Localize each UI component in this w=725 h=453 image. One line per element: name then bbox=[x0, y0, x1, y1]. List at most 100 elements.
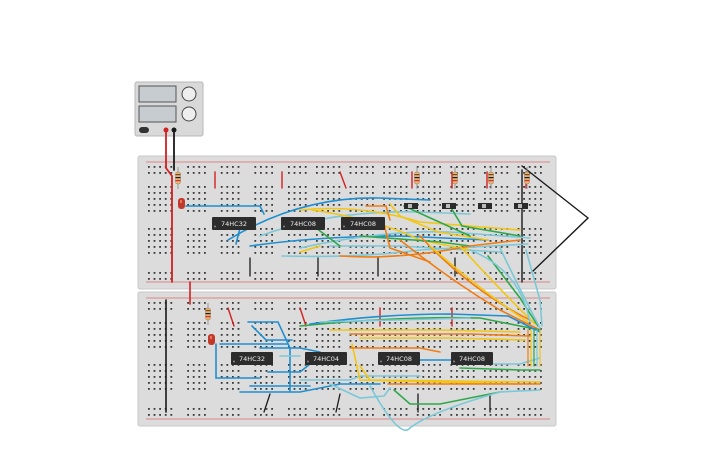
jumper-wire[interactable] bbox=[259, 211, 471, 237]
resistor-icon[interactable] bbox=[175, 167, 181, 189]
ic-chip[interactable]: 74HC32 bbox=[231, 352, 273, 365]
voltage-knob-icon[interactable] bbox=[181, 86, 197, 102]
jumper-wire[interactable] bbox=[351, 343, 521, 385]
jumper-wire[interactable] bbox=[393, 389, 501, 405]
jumper-wire[interactable] bbox=[227, 307, 235, 327]
resistor-icon[interactable] bbox=[414, 167, 420, 189]
slide-switch-icon[interactable] bbox=[404, 203, 418, 209]
jumper-wires[interactable] bbox=[165, 131, 590, 431]
hole bbox=[159, 204, 161, 206]
jumper-wire[interactable] bbox=[359, 235, 471, 247]
jumper-wire[interactable] bbox=[299, 207, 521, 231]
jumper-wire[interactable] bbox=[383, 223, 431, 263]
resistor-icon[interactable] bbox=[205, 303, 211, 325]
terminal-positive[interactable] bbox=[163, 127, 169, 133]
jumper-wire[interactable] bbox=[487, 255, 539, 327]
hole bbox=[187, 166, 189, 168]
hole bbox=[327, 192, 329, 194]
jumper-wire[interactable] bbox=[329, 383, 391, 399]
ic-chip[interactable]: 74HC08 bbox=[341, 217, 385, 230]
jumper-wire[interactable] bbox=[403, 205, 471, 237]
hole bbox=[484, 376, 486, 378]
hole bbox=[299, 334, 301, 336]
hole bbox=[517, 382, 520, 384]
resistor-icon[interactable] bbox=[488, 167, 494, 189]
jumper-wire[interactable] bbox=[339, 171, 347, 189]
jumper-wire[interactable] bbox=[459, 367, 541, 371]
hole bbox=[271, 340, 273, 342]
ic-chip[interactable]: 74HC08 bbox=[378, 352, 420, 365]
resistor-icon[interactable] bbox=[452, 167, 458, 189]
jumper-wire[interactable] bbox=[349, 347, 441, 353]
ic-chip[interactable]: 74HC08 bbox=[451, 352, 493, 365]
hole bbox=[422, 272, 425, 274]
hole bbox=[422, 364, 425, 366]
jumper-wire[interactable] bbox=[165, 131, 173, 283]
jumper-wire[interactable] bbox=[299, 231, 531, 249]
jumper-wire[interactable] bbox=[263, 393, 271, 413]
ic-chip[interactable]: 74HC04 bbox=[305, 352, 347, 365]
jumper-wire[interactable] bbox=[319, 317, 471, 323]
jumper-wire[interactable] bbox=[315, 227, 341, 247]
jumper-wire[interactable] bbox=[299, 307, 307, 327]
slide-switch-icon[interactable] bbox=[442, 203, 456, 209]
jumper-wire[interactable] bbox=[281, 243, 529, 258]
jumper-wire[interactable] bbox=[185, 205, 265, 215]
jumper-wire[interactable] bbox=[389, 203, 489, 241]
hole bbox=[433, 334, 436, 336]
ic-chip[interactable]: 74HC08 bbox=[281, 217, 325, 230]
jumper-wire[interactable] bbox=[499, 247, 541, 329]
jumper-wire[interactable] bbox=[267, 363, 311, 373]
resistor-icon[interactable] bbox=[524, 167, 530, 189]
hole bbox=[321, 278, 324, 280]
hole bbox=[439, 234, 441, 236]
terminal-negative[interactable] bbox=[171, 127, 177, 133]
ic-chips: 74HC32 74HC08 74HC08 74HC32 74HC04 74HC08 74HC… bbox=[212, 217, 493, 365]
led-icon[interactable] bbox=[208, 334, 215, 345]
hole bbox=[260, 186, 262, 188]
jumper-wire[interactable] bbox=[469, 249, 531, 323]
jumper-wire[interactable] bbox=[335, 393, 341, 413]
ic-chip[interactable]: 74HC32 bbox=[212, 217, 256, 230]
hole bbox=[153, 192, 156, 194]
jumper-wire[interactable] bbox=[479, 357, 541, 365]
hole bbox=[383, 204, 385, 206]
jumper-wire[interactable] bbox=[459, 245, 536, 325]
slide-switch-icon[interactable] bbox=[478, 203, 492, 209]
jumper-wire[interactable] bbox=[299, 245, 321, 253]
jumper-wire[interactable] bbox=[359, 337, 526, 341]
current-knob-icon[interactable] bbox=[181, 106, 197, 122]
jumper-wire[interactable] bbox=[329, 329, 521, 333]
jumper-wire[interactable] bbox=[259, 347, 321, 353]
hole bbox=[148, 308, 150, 310]
jumper-wire[interactable] bbox=[251, 325, 293, 341]
led-icon[interactable] bbox=[178, 198, 185, 209]
jumper-wire[interactable] bbox=[239, 383, 381, 393]
hole bbox=[254, 246, 257, 248]
jumper-wire[interactable] bbox=[399, 239, 541, 331]
jumper-wire[interactable] bbox=[349, 333, 531, 337]
jumper-wire[interactable] bbox=[299, 375, 421, 381]
jumper-wire[interactable] bbox=[525, 249, 543, 327]
hole bbox=[360, 186, 363, 188]
jumper-wire[interactable] bbox=[365, 205, 391, 221]
jumper-wire[interactable] bbox=[449, 205, 521, 237]
power-supply[interactable] bbox=[134, 81, 204, 137]
hole bbox=[164, 246, 167, 248]
jumper-wire[interactable] bbox=[247, 321, 291, 393]
hole bbox=[327, 172, 329, 174]
hole bbox=[237, 308, 240, 310]
hole bbox=[338, 272, 341, 274]
hole bbox=[372, 252, 374, 254]
slide-switch-icon[interactable] bbox=[514, 203, 528, 209]
jumper-wire[interactable] bbox=[369, 385, 541, 431]
hole bbox=[394, 172, 397, 174]
jumper-wire[interactable] bbox=[521, 165, 590, 273]
hole bbox=[540, 328, 542, 330]
hole bbox=[327, 328, 329, 330]
hole bbox=[500, 278, 503, 280]
jumper-wire[interactable] bbox=[215, 343, 261, 379]
jumper-wire[interactable] bbox=[429, 245, 529, 323]
power-switch[interactable] bbox=[139, 127, 149, 133]
hole bbox=[484, 278, 486, 280]
